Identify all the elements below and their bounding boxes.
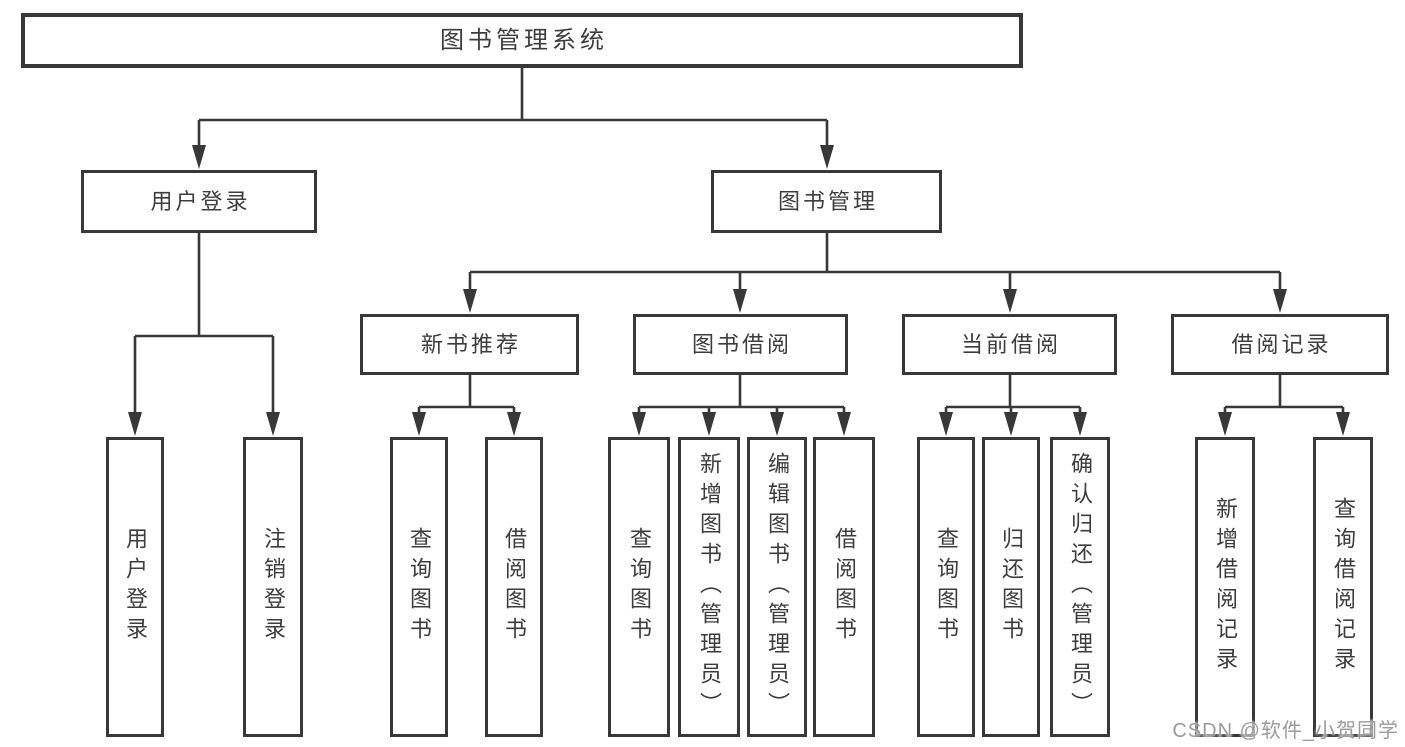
arrow-down-icon bbox=[1336, 412, 1350, 436]
leaf-borrow-books: 借阅图书 bbox=[813, 437, 875, 737]
leaf-query-books-recommend: 查询图书 bbox=[390, 437, 448, 737]
node-borrowing-records: 借阅记录 bbox=[1171, 314, 1389, 375]
arrowheads-new-book-leaves bbox=[412, 412, 521, 436]
arrow-down-icon bbox=[837, 412, 851, 436]
arrow-down-icon bbox=[632, 412, 646, 436]
arrow-down-icon bbox=[733, 289, 747, 313]
arrow-down-icon bbox=[507, 412, 521, 436]
arrowheads-user-login-leaves bbox=[128, 412, 280, 436]
arrowheads-borrow-records-leaves bbox=[1218, 412, 1350, 436]
arrow-down-icon bbox=[1003, 289, 1017, 313]
leaf-edit-books-admin: 编辑图书（管理员） bbox=[747, 437, 807, 737]
arrowheads-book-borrow-leaves bbox=[632, 412, 851, 436]
node-user-login: 用户登录 bbox=[81, 170, 317, 233]
leaf-add-borrow-record: 新增借阅记录 bbox=[1195, 437, 1255, 737]
leaf-query-books-borrow: 查询图书 bbox=[608, 437, 670, 737]
connector-root-to-level2 bbox=[197, 68, 829, 148]
leaf-query-books-current: 查询图书 bbox=[917, 437, 975, 737]
leaf-logout: 注销登录 bbox=[243, 437, 303, 737]
arrowheads-sections bbox=[463, 289, 1287, 313]
leaf-query-borrow-record: 查询借阅记录 bbox=[1313, 437, 1373, 737]
watermark: CSDN @软件_小贺同学 bbox=[1172, 720, 1399, 742]
arrow-down-icon bbox=[820, 145, 834, 169]
arrowheads-level2 bbox=[192, 145, 834, 169]
arrow-down-icon bbox=[1273, 289, 1287, 313]
arrow-down-icon bbox=[192, 145, 206, 169]
node-new-book-recommend: 新书推荐 bbox=[360, 314, 579, 375]
node-book-management: 图书管理 bbox=[711, 170, 942, 233]
node-current-borrowing: 当前借阅 bbox=[902, 314, 1117, 375]
connector-borrow-records-to-leaves bbox=[1223, 375, 1345, 414]
connector-new-book-to-leaves bbox=[417, 375, 516, 414]
arrow-down-icon bbox=[266, 412, 280, 436]
arrow-down-icon bbox=[1218, 412, 1232, 436]
arrow-down-icon bbox=[1004, 412, 1018, 436]
connector-current-borrow-to-leaves bbox=[944, 375, 1082, 414]
leaf-add-books-admin: 新增图书（管理员） bbox=[678, 437, 740, 737]
arrow-down-icon bbox=[463, 289, 477, 313]
leaf-confirm-return-admin: 确认归还（管理员） bbox=[1050, 437, 1110, 737]
arrow-down-icon bbox=[702, 412, 716, 436]
arrowheads-current-borrow-leaves bbox=[939, 412, 1087, 436]
arrow-down-icon bbox=[1073, 412, 1087, 436]
arrow-down-icon bbox=[939, 412, 953, 436]
node-library-system: 图书管理系统 bbox=[21, 13, 1023, 68]
connector-user-login-to-leaves bbox=[133, 233, 275, 414]
arrow-down-icon bbox=[770, 412, 784, 436]
leaf-user-login: 用户登录 bbox=[106, 437, 164, 737]
leaf-borrow-books-recommend: 借阅图书 bbox=[485, 437, 543, 737]
connector-book-management-to-sections bbox=[468, 233, 1282, 291]
arrow-down-icon bbox=[128, 412, 142, 436]
leaf-return-books: 归还图书 bbox=[982, 437, 1040, 737]
arrow-down-icon bbox=[412, 412, 426, 436]
node-book-borrowing: 图书借阅 bbox=[633, 314, 848, 375]
connector-book-borrow-to-leaves bbox=[637, 375, 846, 414]
